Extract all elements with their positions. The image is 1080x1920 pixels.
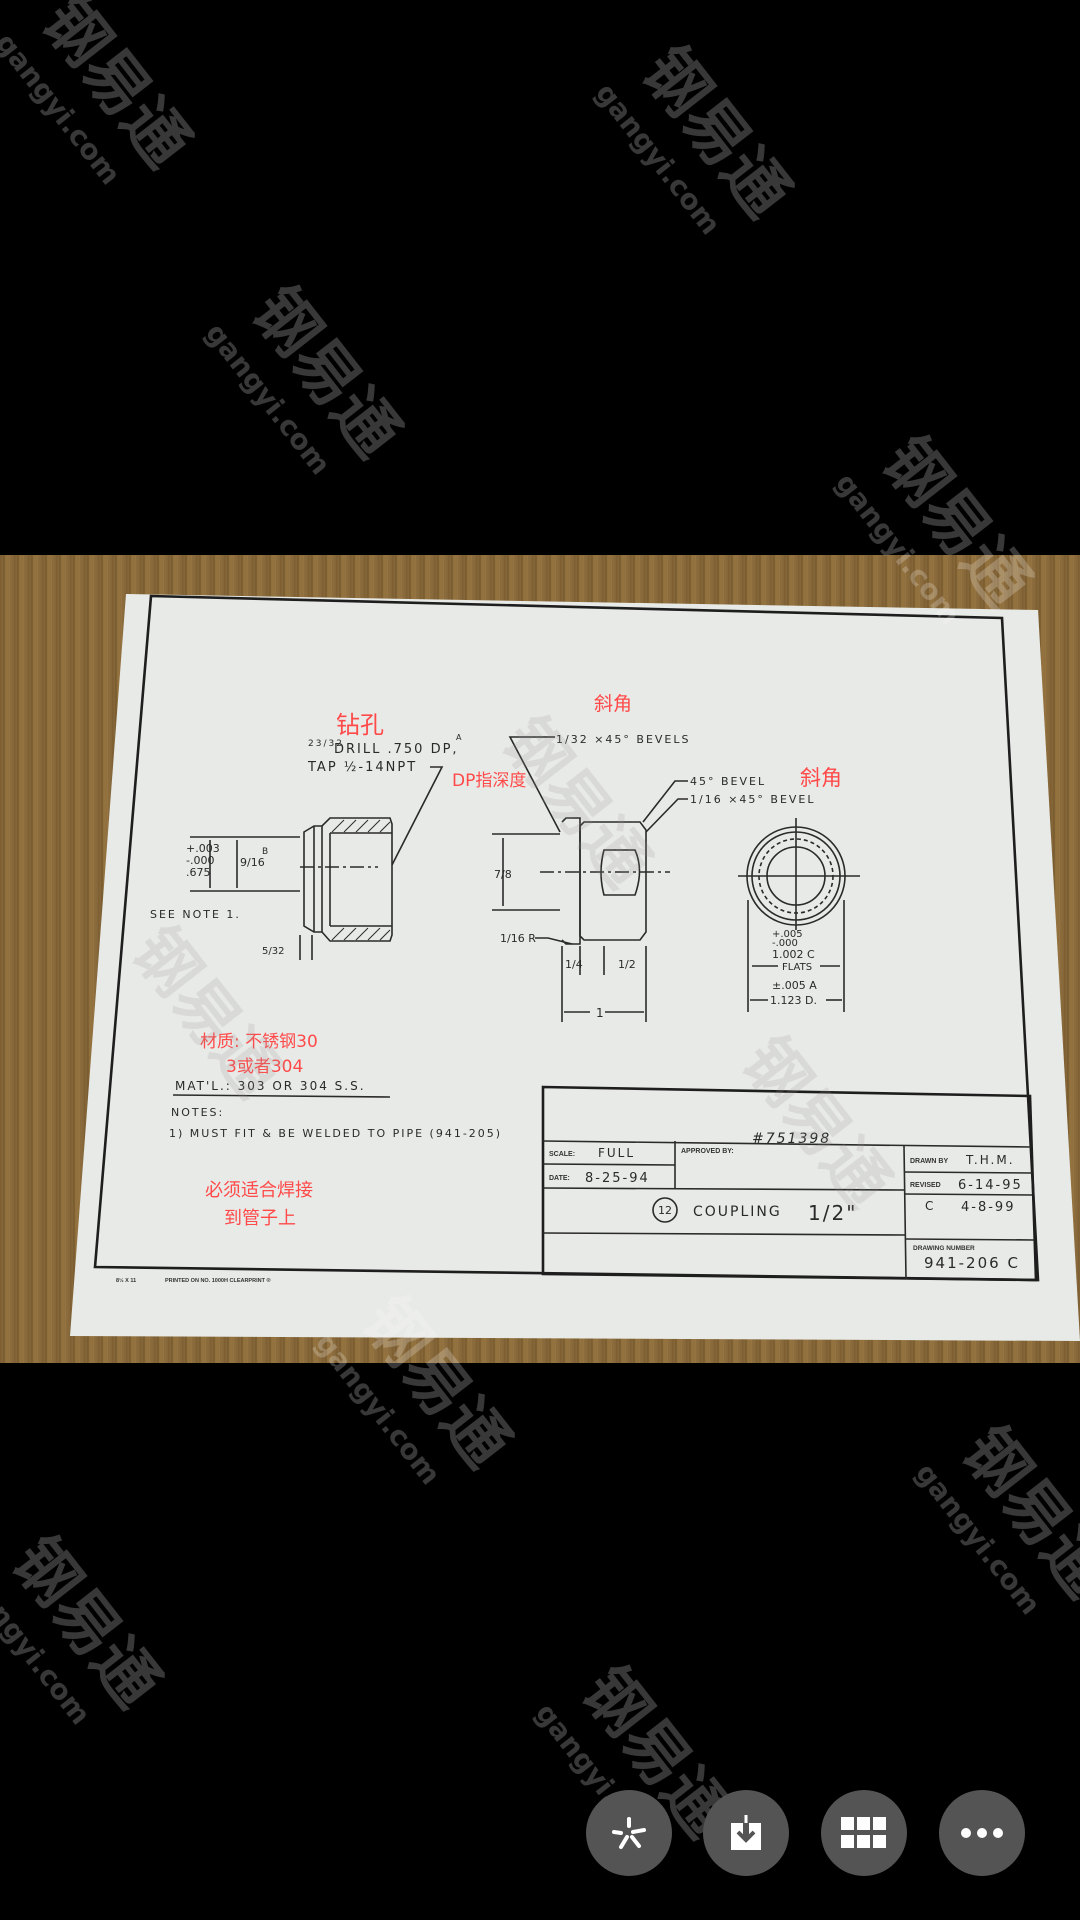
svg-text:7/8: 7/8 — [494, 868, 512, 881]
svg-text:MAT'L.: 303 OR 304 S.S.: MAT'L.: 303 OR 304 S.S. — [175, 1079, 366, 1093]
svg-text:T.H.M.: T.H.M. — [965, 1153, 1015, 1167]
svg-text:1/2": 1/2" — [808, 1201, 857, 1225]
svg-text:1) MUST FIT & BE WELDED TO PIP: 1) MUST FIT & BE WELDED TO PIPE (941-205… — [169, 1127, 502, 1140]
svg-text:1/16 R: 1/16 R — [500, 932, 536, 945]
svg-text:FLATS: FLATS — [782, 962, 812, 973]
annotation-note-1: 必须适合焊接 — [205, 1180, 313, 1201]
svg-text:1.002 C: 1.002 C — [772, 948, 815, 961]
download-icon — [731, 1815, 761, 1850]
svg-text:A: A — [456, 733, 463, 742]
svg-text:+.003: +.003 — [186, 842, 220, 855]
more-button[interactable] — [939, 1790, 1025, 1876]
svg-text:SCALE:: SCALE: — [549, 1151, 575, 1158]
annotation-material-2: 3或者304 — [226, 1057, 303, 1077]
end-view: +.005 -.000 1.002 C FLATS ±.005 A 1.123 … — [738, 818, 860, 1012]
annotation-bevel-1: 斜角 — [594, 693, 632, 715]
svg-text:6-14-95: 6-14-95 — [958, 1178, 1023, 1193]
svg-text:12: 12 — [658, 1204, 672, 1217]
annotation-bevel-2: 斜角 — [800, 766, 842, 790]
svg-text:8½ X 11: 8½ X 11 — [116, 1277, 136, 1284]
annotation-note-2: 到管子上 — [224, 1208, 296, 1229]
svg-text:#751398: #751398 — [752, 1131, 831, 1147]
svg-text:COUPLING: COUPLING — [693, 1204, 782, 1220]
svg-text:±.005 A: ±.005 A — [772, 979, 817, 992]
svg-text:45° BEVEL: 45° BEVEL — [690, 775, 766, 788]
paper-sheet — [70, 594, 1080, 1341]
annotation-depth: DP指深度 — [452, 771, 526, 791]
section-view: +.003 -.000 .675 9/16 B SEE NOTE 1. 5/32 — [150, 817, 393, 960]
more-icon — [961, 1828, 1003, 1838]
svg-text:1/2: 1/2 — [618, 958, 636, 971]
drill-callout: 23/32 DRILL .750 DP, A TAP ½-14NPT — [307, 733, 463, 866]
svg-text:DRILL .750 DP,: DRILL .750 DP, — [334, 742, 459, 757]
svg-text:FULL: FULL — [598, 1146, 635, 1160]
annotation-material-1: 材质: 不锈钢30 — [200, 1032, 318, 1052]
svg-text:TAP ½-14NPT: TAP ½-14NPT — [307, 760, 417, 775]
elevation-view: 1/32 ×45° BEVELS 45° BEVEL 1/16 ×45° BEV… — [492, 733, 816, 1022]
svg-text:B: B — [262, 847, 268, 857]
svg-text:REVISED: REVISED — [910, 1182, 941, 1189]
svg-text:+.005: +.005 — [772, 929, 803, 940]
smart-button[interactable] — [586, 1790, 672, 1876]
svg-text:8-25-94: 8-25-94 — [585, 1171, 650, 1186]
notes: MAT'L.: 303 OR 304 S.S. NOTES: 1) MUST F… — [116, 1079, 502, 1284]
svg-text:941-206 C: 941-206 C — [924, 1254, 1020, 1272]
svg-text:1/32 ×45° BEVELS: 1/32 ×45° BEVELS — [556, 733, 691, 746]
svg-text:-.000: -.000 — [186, 854, 214, 867]
svg-text:4-8-99: 4-8-99 — [961, 1200, 1015, 1215]
svg-text:1/16 ×45° BEVEL: 1/16 ×45° BEVEL — [690, 793, 816, 806]
svg-text:.675: .675 — [186, 866, 211, 879]
svg-text:DRAWING NUMBER: DRAWING NUMBER — [913, 1245, 975, 1252]
drawing-border — [93, 594, 1040, 1282]
sparkle-icon — [612, 1817, 646, 1849]
svg-text:-.000: -.000 — [772, 938, 798, 949]
svg-text:1.123 D.: 1.123 D. — [770, 994, 817, 1007]
svg-text:C: C — [925, 1199, 935, 1213]
apps-button[interactable] — [821, 1790, 907, 1876]
svg-text:SEE NOTE 1.: SEE NOTE 1. — [150, 908, 241, 921]
svg-text:NOTES:: NOTES: — [171, 1106, 224, 1119]
svg-text:APPROVED BY:: APPROVED BY: — [681, 1148, 734, 1155]
download-button[interactable] — [703, 1790, 789, 1876]
svg-text:23/32: 23/32 — [308, 739, 344, 749]
svg-text:9/16: 9/16 — [240, 856, 265, 869]
grid-icon — [841, 1817, 886, 1848]
svg-text:1/4: 1/4 — [565, 958, 583, 971]
annotation-drill: 钻孔 — [336, 711, 384, 739]
svg-text:1: 1 — [596, 1006, 604, 1020]
svg-text:5/32: 5/32 — [262, 946, 284, 957]
title-block: #751398 SCALE: FULL DATE: 8-25-94 APPROV… — [541, 1085, 1038, 1282]
svg-text:PRINTED ON NO. 1000H CLEARPRIN: PRINTED ON NO. 1000H CLEARPRINT ® — [165, 1277, 271, 1284]
svg-text:DRAWN BY: DRAWN BY — [910, 1158, 948, 1165]
svg-text:DATE:: DATE: — [549, 1175, 570, 1182]
action-bar — [0, 1790, 1080, 1876]
